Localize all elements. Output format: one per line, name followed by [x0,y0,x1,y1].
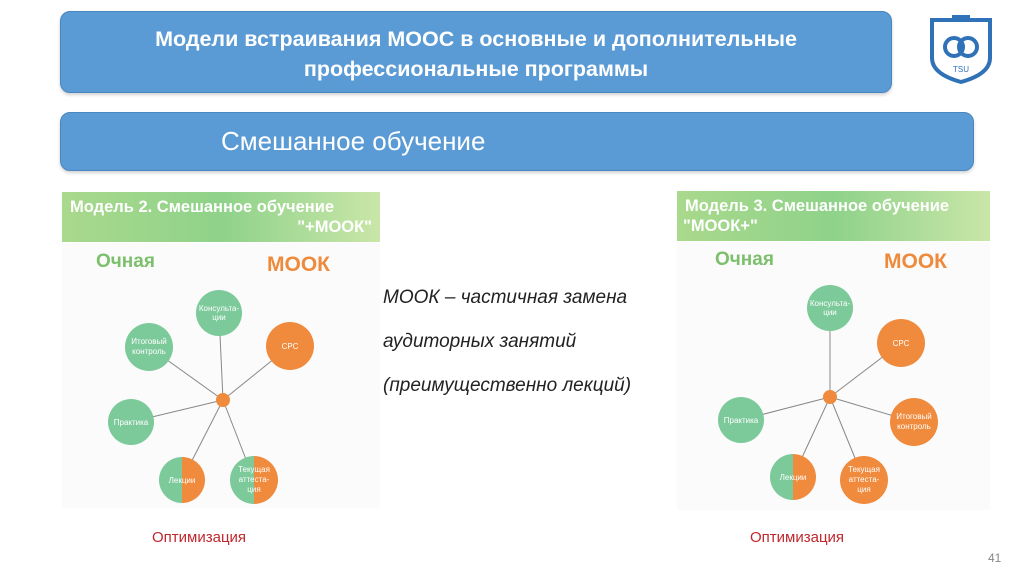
svg-text:ции: ции [823,308,837,317]
svg-text:Практика: Практика [114,418,149,427]
model-2-diagram: Консульта- ции СРС Итоговый контроль Пра… [108,290,314,504]
model-2-node-current-attestation: Текущая аттеста- ция [230,456,278,504]
svg-text:Итоговый: Итоговый [896,412,931,421]
svg-text:Консульта-: Консульта- [810,299,851,308]
model-3-node-lectures: Лекции [770,454,816,500]
model-2-heading: Модель 2. Смешанное обучение "+МООК" [62,192,380,242]
model-3-node-final-control: Итоговый контроль [890,398,938,446]
model-2-node-srs: СРС [266,322,314,370]
section-title: Смешанное обучение [221,126,486,156]
model-2-panel [62,243,380,508]
model-3-heading-line2: "МООК+" [683,217,758,235]
model-3-optimization-label: Оптимизация [750,529,845,546]
logo-text: TSU [953,65,969,74]
svg-text:Консульта-: Консульта- [199,304,240,313]
svg-text:Текущая: Текущая [848,465,880,474]
svg-text:Текущая: Текущая [238,465,270,474]
model-2-label-inperson: Очная [96,251,155,272]
model-3-node-current-attestation: Текущая аттеста- ция [840,456,888,504]
title-banner: Модели встраивания МООС в основные и доп… [60,11,892,93]
page-title: Модели встраивания МООС в основные и доп… [155,27,797,81]
svg-text:СРС: СРС [893,339,910,348]
mooc-description: МООК – частичная замена аудиторных занят… [383,276,713,408]
svg-text:аттеста-: аттеста- [239,475,270,484]
model-2-node-practice: Практика [108,399,154,445]
svg-text:Лекции: Лекции [780,473,807,482]
model-2-heading-line1: Модель 2. Смешанное обучение [70,198,335,216]
model-3-node-practice: Практика [718,397,764,443]
model-3-diagram: Консульта- ции СРС Практика Итоговый кон… [718,285,938,504]
model-2-label-mooc: МООК [267,253,330,276]
model-3-node-consultations: Консульта- ции [807,285,853,331]
svg-text:ции: ции [212,313,226,322]
mooc-description-line1: МООК – частичная замена [383,287,628,308]
svg-text:ция: ция [247,485,260,494]
model-2-node-final-control: Итоговый контроль [125,323,173,371]
svg-text:аттеста-: аттеста- [849,475,880,484]
model-3-label-mooc: МООК [884,250,947,273]
svg-text:ция: ция [857,485,870,494]
page-number: 41 [988,551,1002,565]
svg-text:Лекции: Лекции [169,476,196,485]
model-3-heading-line1: Модель 3. Смешанное обучение [685,197,950,215]
tsu-logo-icon: TSU [928,14,994,85]
mooc-description-line3: (преимущественно лекций) [383,375,632,396]
model-3-node-srs: СРС [877,319,925,367]
section-banner: Смешанное обучение [60,112,974,171]
model-2-optimization-label: Оптимизация [152,529,247,546]
svg-text:СРС: СРС [282,342,299,351]
svg-text:контроль: контроль [897,422,931,431]
svg-text:Практика: Практика [724,416,759,425]
model-2-heading-line2: "+МООК" [297,218,372,236]
model-2-node-lectures: Лекции [159,457,205,503]
model-3-heading: Модель 3. Смешанное обучение "МООК+" [677,191,990,241]
svg-text:контроль: контроль [132,347,166,356]
model-2-node-consultations: Консульта- ции [196,290,242,336]
mooc-description-line2: аудиторных занятий [383,331,577,352]
model-3-label-inperson: Очная [715,249,774,270]
svg-text:Итоговый: Итоговый [131,337,166,346]
